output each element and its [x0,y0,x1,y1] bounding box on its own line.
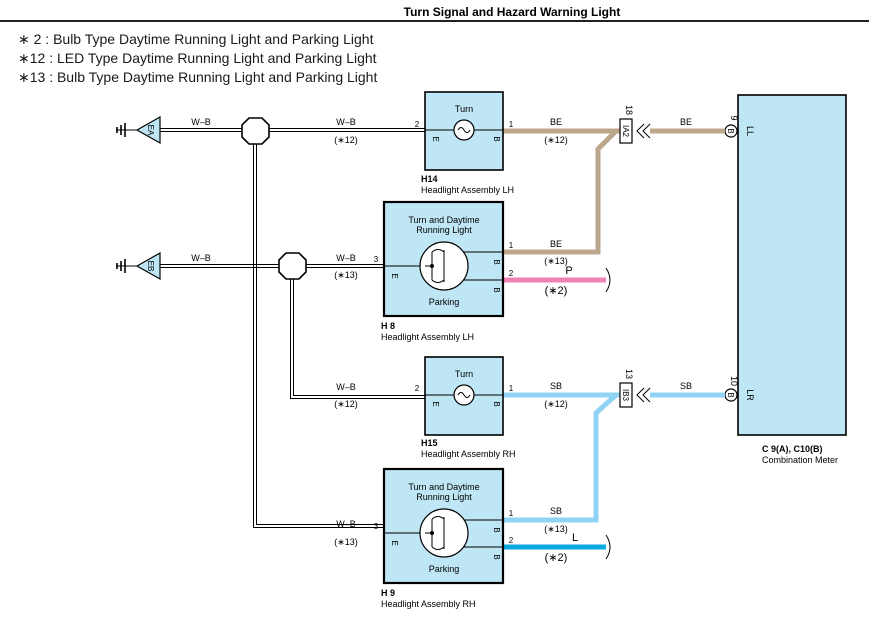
label-wb-h9: W–B [336,519,356,529]
ia2-label: IA2 [621,125,630,138]
splice-ea [241,117,270,145]
ground-eb: EB [116,251,161,281]
label-wb-h15: W–B [336,382,356,392]
h8-inner-line-1: Turn and Daytime [408,215,479,225]
h14-pin-1: 1 [509,120,514,129]
meter-terminal-lr: LR [745,389,755,401]
note-12-wb-h14: (∗12) [334,135,358,145]
ib3-chevrons [636,387,651,403]
note-13-h8: (∗13) [544,256,568,266]
h8-term-b2: B [492,287,501,292]
h9-inner-line-1: Turn and Daytime [408,482,479,492]
h15-term-b: B [492,401,501,406]
h8-pin-1: 1 [509,241,514,250]
label-wb-ea: W–B [191,117,211,127]
ib3-pin-13: 13 [624,369,634,379]
wire-be-h8 [503,129,618,255]
label-l: L [572,532,578,544]
h9-code: H 9 [381,588,395,598]
h9-name: Headlight Assembly RH [381,599,476,609]
h8-name: Headlight Assembly LH [381,332,474,342]
h8-pin-2: 2 [509,269,514,278]
meter-terminal-b-upper-letter: B [726,128,735,133]
h9-pin-1: 1 [509,509,514,518]
h15-name: Headlight Assembly RH [421,449,516,459]
label-be-h8: BE [550,239,562,249]
meter-terminal-b-lower-letter: B [726,392,735,397]
headlight-h9: Turn and Daytime Running Light Parking E… [374,467,514,609]
h14-term-b: B [492,136,501,141]
ground-eb-label: EB [146,261,155,272]
h9-term-b1: B [492,527,501,532]
h9-pin-2: 2 [509,536,514,545]
h15-inner-label: Turn [455,369,473,379]
label-wb-h8: W–B [336,253,356,263]
legend-line-2: ∗ 2 : Bulb Type Daytime Running Light an… [18,31,374,47]
h9-parking-label: Parking [429,564,460,574]
note-13-wb-h8: (∗13) [334,270,358,280]
h15-term-e: E [431,401,440,406]
h9-inner-line-2: Running Light [416,492,472,502]
meter-pin-9: 9 [729,115,739,120]
note-12-h15: (∗12) [544,399,568,409]
headlight-h14: Turn E B 2 1 H14 Headlight Assembly LH [415,91,514,195]
h14-code: H14 [421,174,438,184]
h9-term-b2: B [492,554,501,559]
note-2-h9: (∗2) [545,552,568,564]
legend-line-12: ∗12 : LED Type Daytime Running Light and… [18,50,377,66]
label-be-h14: BE [550,117,562,127]
wire-p-open-end [605,267,611,293]
label-sb-meter: SB [680,381,692,391]
ground-ea: EA [116,115,161,145]
h9-pin-3: 3 [374,522,379,531]
wire-l-open-end [605,534,611,560]
label-sb-h9: SB [550,506,562,516]
wire-sb-h9 [503,393,618,523]
note-13-h9: (∗13) [544,524,568,534]
label-sb-h15: SB [550,381,562,391]
ia2-pin-18: 18 [624,105,634,115]
combination-meter-box [737,94,847,436]
h8-inner-line-2: Running Light [416,225,472,235]
meter-terminal-ll: LL [745,126,755,136]
headlight-h8: Turn and Daytime Running Light Parking E… [374,200,514,342]
legend-line-13: ∗13 : Bulb Type Daytime Running Light an… [18,69,377,85]
ib3-label: IB3 [621,389,630,402]
h8-term-e: E [390,273,399,278]
h14-pin-2: 2 [415,120,420,129]
note-13-wb-h9: (∗13) [334,537,358,547]
splice-eb [278,252,307,280]
meter-code: C 9(A), C10(B) [762,444,823,454]
h8-pin-3: 3 [374,255,379,264]
h9-term-e: E [390,540,399,545]
junction-connector-ib3 [619,382,633,408]
headlight-h15: Turn E B 2 1 H15 Headlight Assembly RH [415,356,516,459]
h8-term-b1: B [492,259,501,264]
h15-pin-2: 2 [415,384,420,393]
h8-code: H 8 [381,321,395,331]
h14-term-e: E [431,136,440,141]
h14-name: Headlight Assembly LH [421,185,514,195]
ground-ea-label: EA [146,125,155,136]
h8-parking-label: Parking [429,297,460,307]
label-p: P [565,265,572,277]
wb-wires [160,128,425,528]
ia2-chevrons [636,123,651,139]
note-12-wb-h15: (∗12) [334,399,358,409]
meter-pin-10: 10 [729,376,739,386]
label-wb-eb: W–B [191,253,211,263]
note-2-h8: (∗2) [545,285,568,297]
junction-connector-ia2 [619,118,633,144]
label-wb-h14: W–B [336,117,356,127]
note-12-h14: (∗12) [544,135,568,145]
h15-pin-1: 1 [509,384,514,393]
h15-code: H15 [421,438,438,448]
h14-inner-label: Turn [455,104,473,114]
meter-name: Combination Meter [762,455,838,465]
diagram-title: Turn Signal and Hazard Warning Light [404,5,621,19]
label-be-meter: BE [680,117,692,127]
